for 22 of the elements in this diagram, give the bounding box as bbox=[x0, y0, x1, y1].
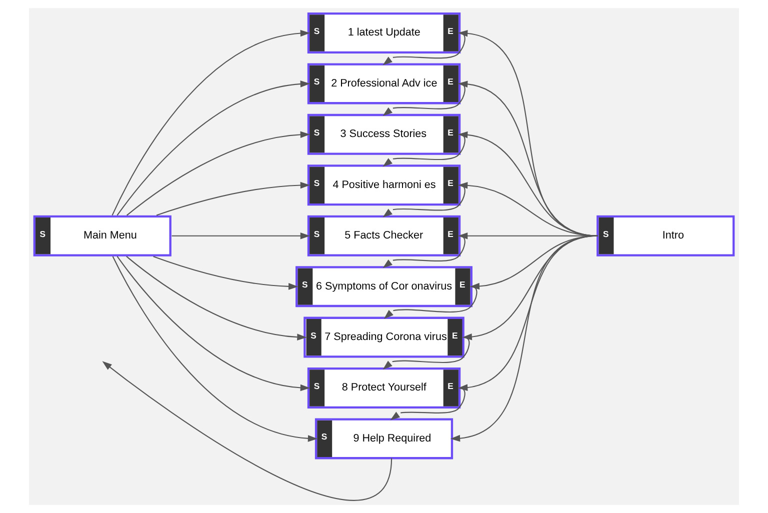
arrow bbox=[458, 131, 598, 236]
arrow bbox=[390, 387, 466, 420]
arrow bbox=[172, 232, 310, 240]
arrow bbox=[382, 336, 470, 370]
arrow bbox=[382, 83, 466, 116]
arrow bbox=[450, 235, 598, 442]
arrow bbox=[458, 182, 598, 236]
arrow bbox=[382, 184, 466, 218]
arrow bbox=[116, 256, 310, 392]
arrow bbox=[112, 30, 310, 216]
arrow bbox=[458, 80, 598, 236]
arrow bbox=[102, 361, 392, 501]
arrow bbox=[458, 30, 598, 236]
arrow bbox=[382, 134, 466, 167]
arrow bbox=[112, 256, 318, 442]
arrow bbox=[382, 235, 466, 268]
arrow bbox=[156, 182, 310, 216]
arrow bbox=[153, 256, 298, 290]
arrow bbox=[384, 286, 478, 319]
arrow bbox=[126, 131, 310, 216]
arrow bbox=[116, 80, 310, 216]
arrow bbox=[126, 256, 307, 340]
